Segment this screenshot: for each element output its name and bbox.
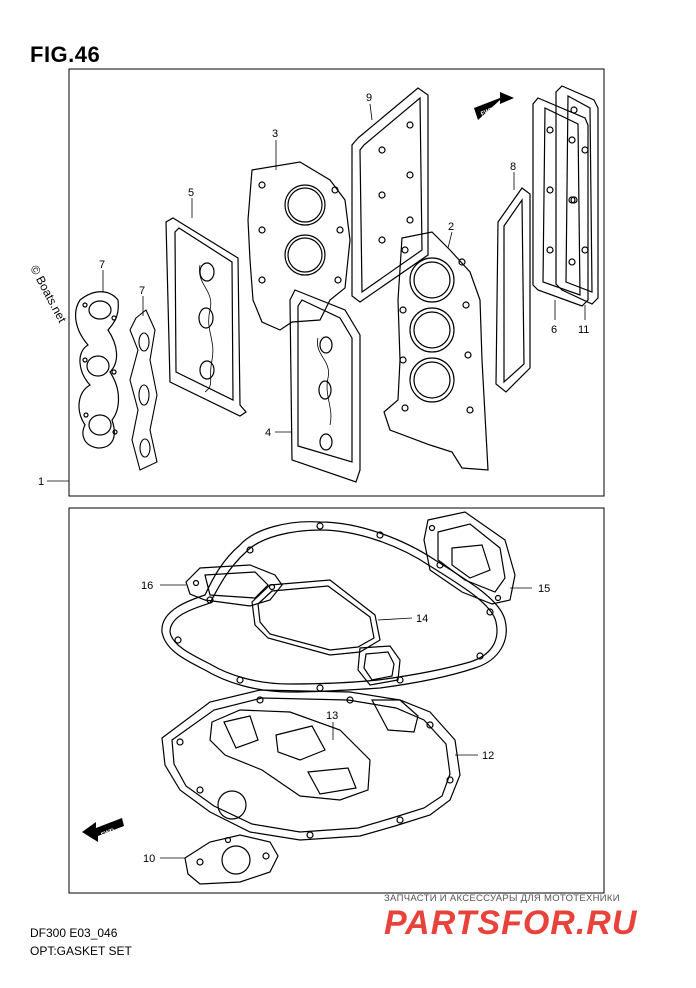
- gasket-3[interactable]: [247, 161, 351, 331]
- gasket-10[interactable]: [184, 834, 279, 885]
- lower-panel-frame: [68, 507, 605, 894]
- callout-15: 15: [538, 583, 550, 595]
- callout-7b: 7: [139, 285, 145, 297]
- fwd-arrow-bottom: FWD: [82, 818, 124, 842]
- callout-14: 14: [416, 613, 428, 625]
- callout-4: 4: [265, 427, 271, 439]
- footer-caption: OPT:GASKET SET: [30, 944, 132, 958]
- gasket-7a[interactable]: [74, 291, 120, 449]
- copyright-side: © Boats.net: [27, 263, 69, 326]
- gasket-8[interactable]: [495, 187, 531, 393]
- gasket-12[interactable]: [161, 689, 461, 841]
- leader-9: [369, 103, 373, 121]
- callout-13: 13: [326, 710, 338, 722]
- callout-7a: 7: [99, 259, 105, 271]
- callout-9: 9: [366, 92, 372, 104]
- callout-5: 5: [188, 187, 194, 199]
- gasket-9[interactable]: [351, 87, 429, 303]
- watermark-logo: PARTSFOR.RU: [384, 904, 638, 942]
- upper-panel-frame: [68, 68, 605, 497]
- callout-8: 8: [510, 161, 516, 173]
- fwd-arrow-top: FWD: [474, 92, 514, 120]
- gasket-16[interactable]: [185, 564, 283, 607]
- gasket-13[interactable]: [209, 709, 371, 801]
- gasket-5[interactable]: [165, 217, 247, 417]
- gasket-15[interactable]: [423, 511, 516, 605]
- gasket-11[interactable]: [555, 85, 599, 305]
- callout-1: 1: [38, 476, 44, 488]
- footer-code: DF300 E03_046: [30, 926, 118, 940]
- gasket-6[interactable]: [532, 97, 589, 307]
- callout-2: 2: [448, 221, 454, 233]
- gasket-14[interactable]: [161, 521, 507, 693]
- callout-16: 16: [141, 580, 153, 592]
- callout-6: 6: [551, 324, 557, 336]
- gasket-2[interactable]: [383, 231, 489, 471]
- watermark-tagline: ЗАПЧАСТИ И АКСЕССУАРЫ ДЛЯ МОТОТЕХНИКИ: [384, 893, 620, 904]
- gasket-4[interactable]: [289, 289, 361, 483]
- gasket-7b[interactable]: [129, 309, 158, 471]
- svg-text:FWD: FWD: [480, 107, 496, 118]
- figure-title: FIG.46: [30, 42, 101, 67]
- callout-11: 11: [578, 324, 589, 336]
- callout-10: 10: [143, 853, 155, 865]
- svg-text:FWD: FWD: [101, 828, 117, 839]
- callout-12: 12: [482, 750, 494, 762]
- leader-2: [447, 231, 453, 249]
- callout-3: 3: [272, 128, 278, 140]
- leader-14: [377, 617, 413, 621]
